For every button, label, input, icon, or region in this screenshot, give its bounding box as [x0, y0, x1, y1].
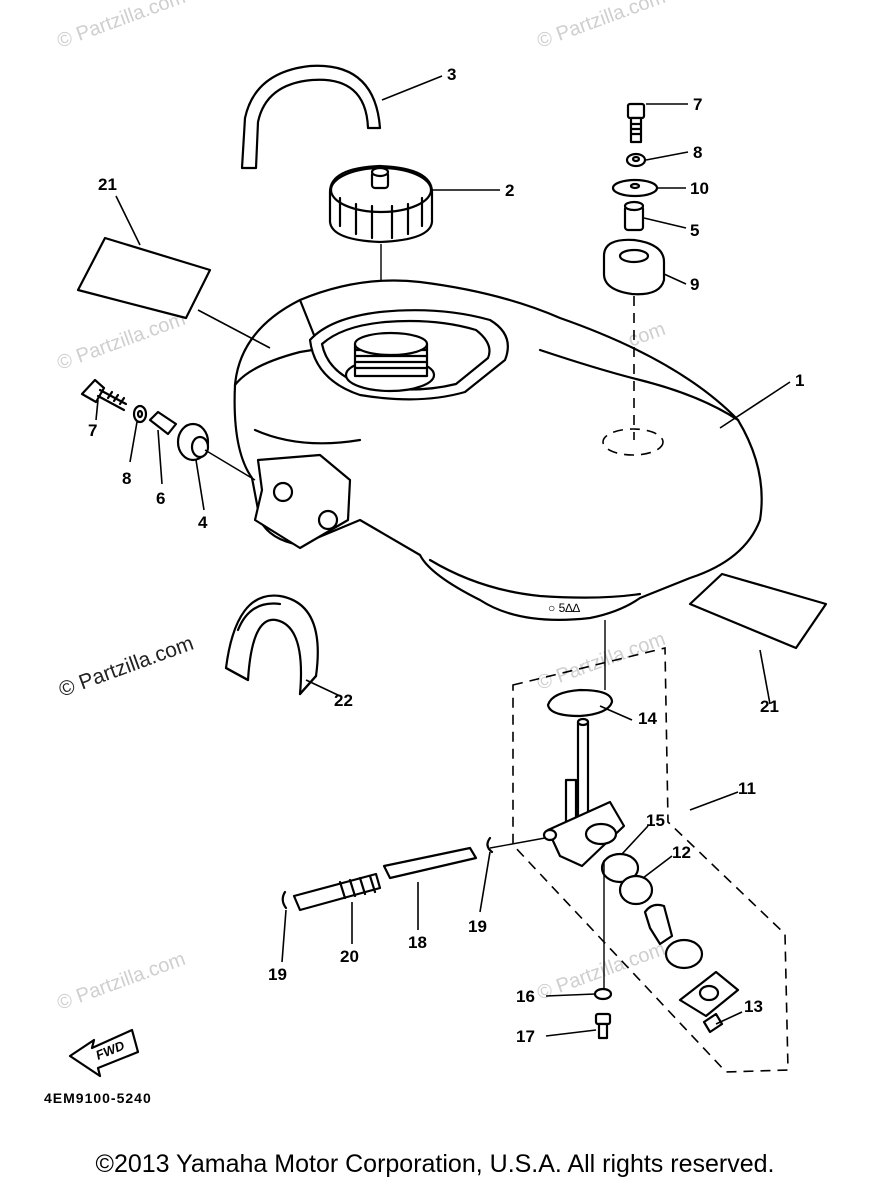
gasket — [546, 688, 614, 718]
callout-6: 6 — [156, 489, 165, 508]
callout-4: 4 — [198, 513, 208, 532]
callout-21-left: 21 — [98, 175, 117, 194]
watermark-dark: © Partzilla.com — [56, 632, 197, 702]
watermark: © Partzilla.com — [534, 0, 668, 53]
callout-8-left: 8 — [122, 469, 131, 488]
breather-hose — [240, 64, 382, 170]
fuel-tank: ○ 5∆∆ — [233, 279, 763, 621]
diagram-code: 4EM9100-5240 — [44, 1090, 152, 1106]
fwd-arrow-icon: FWD — [68, 1028, 140, 1078]
callout-19-right: 19 — [468, 917, 487, 936]
callout-18: 18 — [408, 933, 427, 952]
callout-7-left: 7 — [88, 421, 97, 440]
callout-20: 20 — [340, 947, 359, 966]
fuel-cap — [328, 164, 434, 244]
watermark: © Partzilla.com — [54, 308, 188, 375]
callout-7-right: 7 — [693, 95, 702, 114]
callout-2: 2 — [505, 181, 514, 200]
callout-16: 16 — [516, 987, 535, 1006]
tank-stamp: ○ 5∆∆ — [548, 601, 581, 615]
leader-lines — [95, 75, 791, 1037]
fuel-line — [281, 836, 494, 912]
right-mount-hardware — [602, 102, 666, 440]
callout-9: 9 — [690, 275, 699, 294]
callout-8-right: 8 — [693, 143, 702, 162]
watermark: © Partzilla.com — [54, 0, 188, 53]
guard-clip — [224, 594, 319, 696]
callout-numbers: 3 2 21 1 7 8 10 5 9 7 8 6 4 22 21 14 11 … — [88, 65, 804, 1046]
callout-13: 13 — [744, 997, 763, 1016]
watermark: © Partzilla.com — [54, 948, 188, 1015]
warning-label-left — [76, 236, 212, 320]
callout-5: 5 — [690, 221, 699, 240]
callout-21-right: 21 — [760, 697, 779, 716]
fuel-cock — [489, 717, 740, 1040]
callout-11: 11 — [738, 779, 756, 798]
callout-14: 14 — [638, 709, 657, 728]
callout-12: 12 — [672, 843, 691, 862]
callout-3: 3 — [447, 65, 456, 84]
callout-1: 1 — [795, 371, 804, 390]
callout-17: 17 — [516, 1027, 535, 1046]
callout-15: 15 — [646, 811, 665, 830]
warning-label-right — [688, 572, 828, 650]
watermark: © Partzilla.com — [534, 628, 668, 695]
copyright-notice: ©2013 Yamaha Motor Corporation, U.S.A. A… — [95, 1150, 775, 1178]
callout-19-left: 19 — [268, 965, 287, 984]
callout-10: 10 — [690, 179, 709, 198]
callout-22: 22 — [334, 691, 353, 710]
left-mount-hardware — [80, 378, 256, 481]
